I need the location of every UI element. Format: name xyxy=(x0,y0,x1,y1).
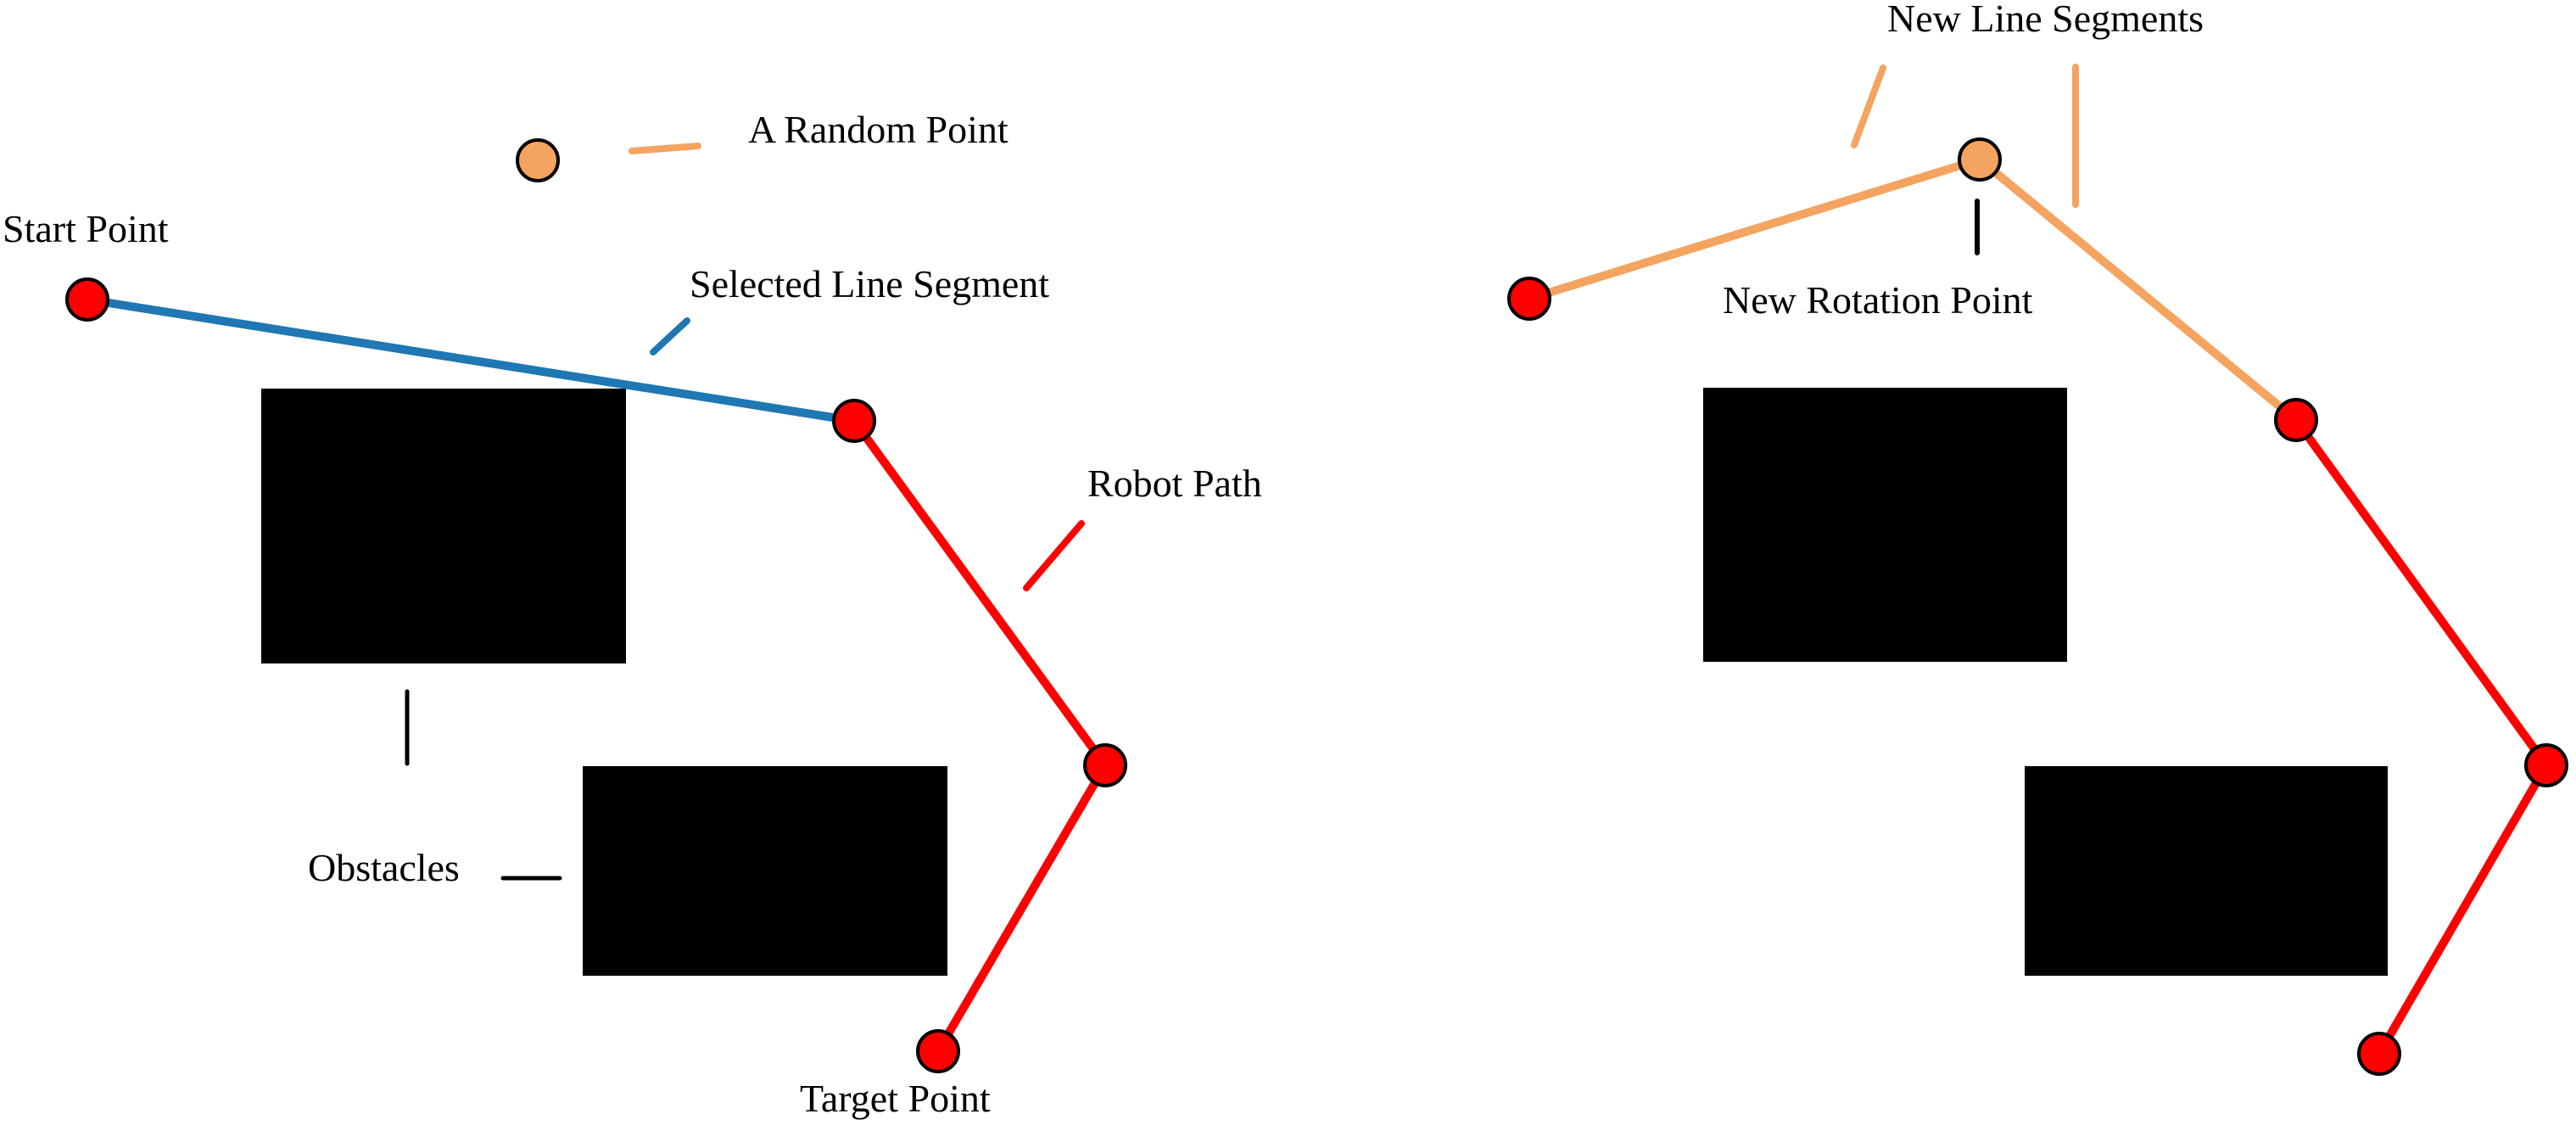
robot-path-label: Robot Path xyxy=(1087,462,1262,505)
path-node-marker xyxy=(1083,743,1127,787)
start-point-marker xyxy=(65,277,109,322)
new-segments-leader-left xyxy=(1851,64,1886,148)
path-node-marker xyxy=(2274,398,2318,442)
obstacle-left-bottom xyxy=(583,766,947,976)
new-line-segments-label: New Line Segments xyxy=(1887,0,2204,40)
a-random-point-label: A Random Point xyxy=(748,108,1009,151)
path-node-marker xyxy=(2524,743,2568,787)
new-rotation-point-marker xyxy=(1958,137,2002,182)
obstacles-label: Obstacles xyxy=(308,846,460,889)
start-point-marker xyxy=(1507,277,1551,321)
selected-line-segment xyxy=(87,295,855,425)
robot-path-leader xyxy=(1023,520,1085,591)
selected-line-segment-label: Selected Line Segment xyxy=(690,262,1049,305)
target-point-label: Target Point xyxy=(800,1077,991,1120)
end-point-marker xyxy=(2357,1032,2401,1076)
target-point-marker xyxy=(916,1029,960,1073)
obstacle-right-top xyxy=(1703,388,2067,662)
obstacle-left-top xyxy=(261,389,626,663)
random-point-leader xyxy=(629,143,701,154)
start-point-label: Start Point xyxy=(3,207,169,250)
path-node-marker xyxy=(832,399,876,443)
new-rotation-point-label: New Rotation Point xyxy=(1723,278,2033,322)
selected-segment-leader xyxy=(650,317,690,356)
random-point-marker xyxy=(516,138,560,182)
obstacle-right-bottom xyxy=(2025,766,2388,976)
